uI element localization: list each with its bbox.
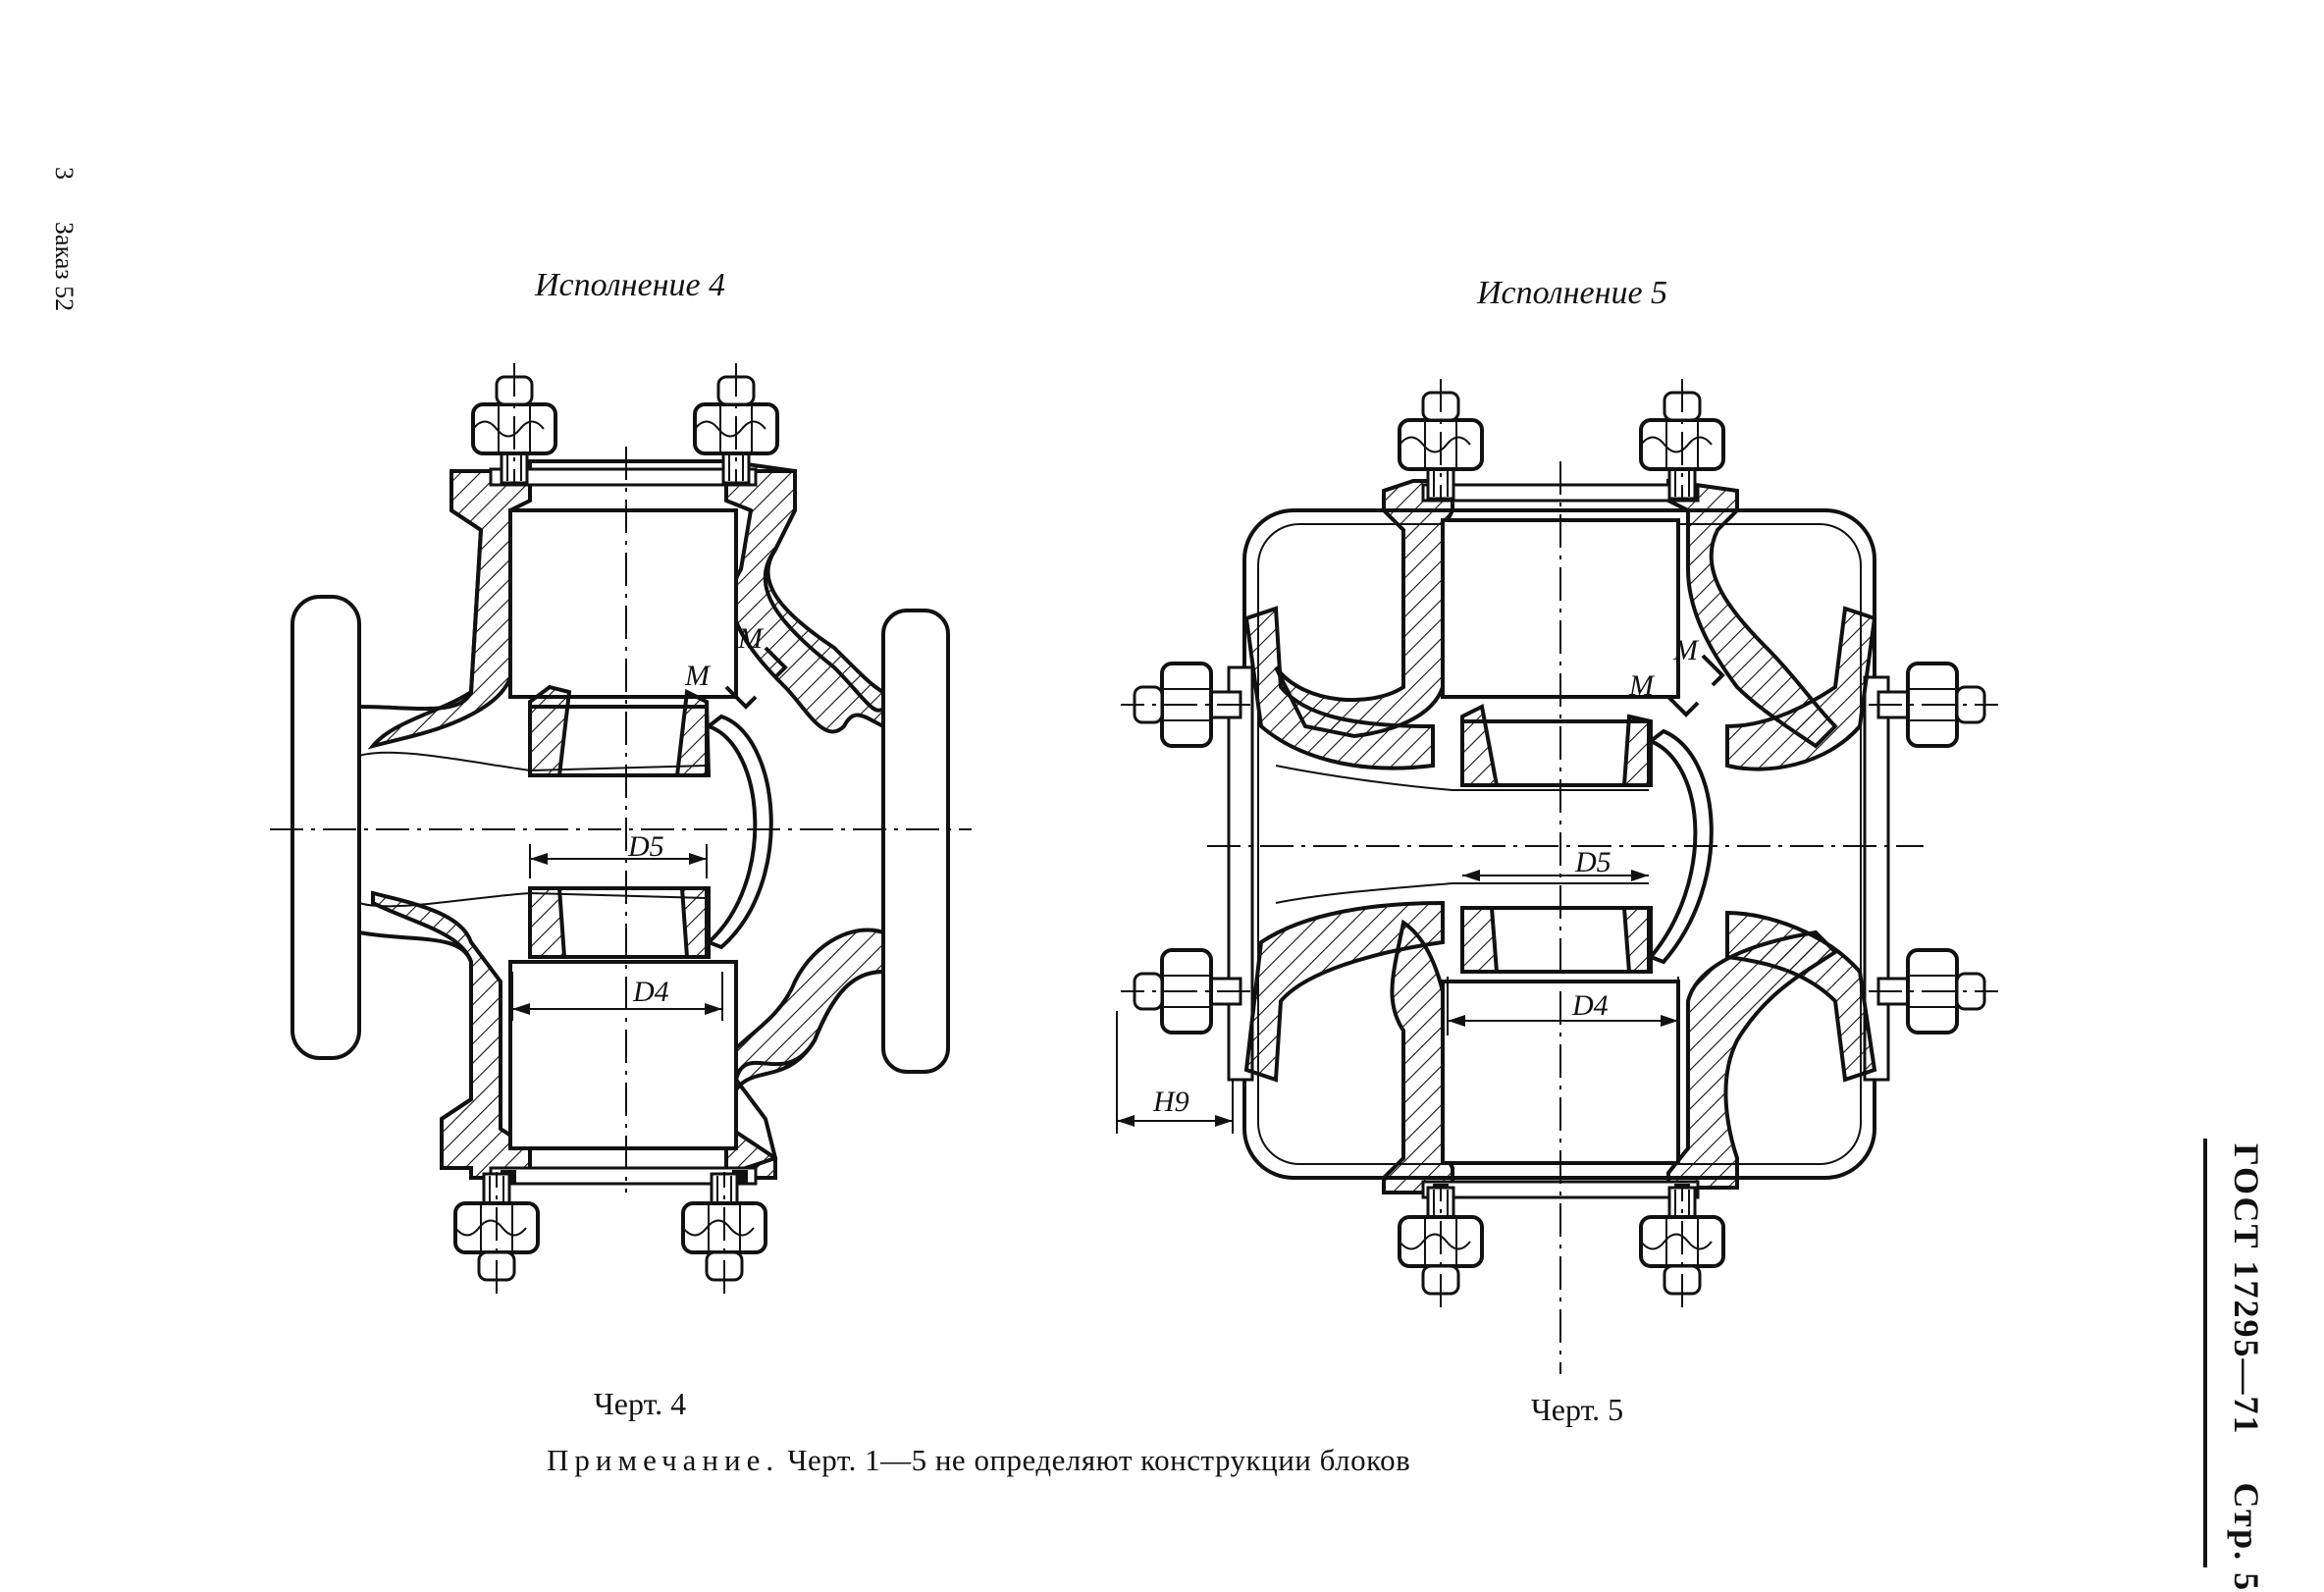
fig4-label-d4: D4	[632, 976, 669, 1008]
fig4-label-m2: M	[737, 622, 765, 655]
fig5-inner-right-lower	[1666, 929, 1839, 1190]
figure5-title: Исполнение 5	[1477, 275, 1668, 311]
figure4-title: Исполнение 4	[535, 267, 726, 303]
note-prefix: Примечание.	[547, 1443, 780, 1477]
fig4-wall-upper-left	[367, 459, 532, 750]
figure4-caption: Черт. 4	[594, 1386, 687, 1421]
fig5-label-m1: M	[1628, 669, 1656, 702]
right-margin-rule	[2203, 1139, 2207, 1567]
fig5-wall-left-lower	[1243, 900, 1445, 1083]
fig4-wall-lower-left	[371, 890, 532, 1180]
note-text: Черт. 1—5 не определяют конструкции блок…	[787, 1443, 1411, 1477]
fig5-label-m2: M	[1672, 634, 1700, 666]
figure5-caption: Черт. 5	[1531, 1392, 1624, 1427]
fig4-label-d5: D5	[627, 830, 664, 863]
note-line: Примечание. Черт. 1—5 не определяют конс…	[547, 1443, 1410, 1478]
fig4-right-flange	[881, 609, 950, 1074]
figure4-drawing	[270, 361, 972, 1296]
fig5-inner-left-lower	[1382, 919, 1454, 1194]
fig5-inner-right	[1666, 478, 1838, 749]
fig4-wall-lower-right	[713, 928, 885, 1180]
fig4-wall-upper-right	[724, 458, 885, 734]
fig5-inner-left	[1274, 479, 1454, 739]
fig5-label-d5: D5	[1574, 846, 1611, 878]
fig5-label-d4: D4	[1571, 989, 1609, 1022]
fig4-label-m1: M	[684, 660, 712, 692]
fig5-label-h9: H9	[1152, 1086, 1189, 1118]
figure5-drawing	[1116, 377, 2000, 1374]
fig4-left-flange	[290, 595, 361, 1060]
